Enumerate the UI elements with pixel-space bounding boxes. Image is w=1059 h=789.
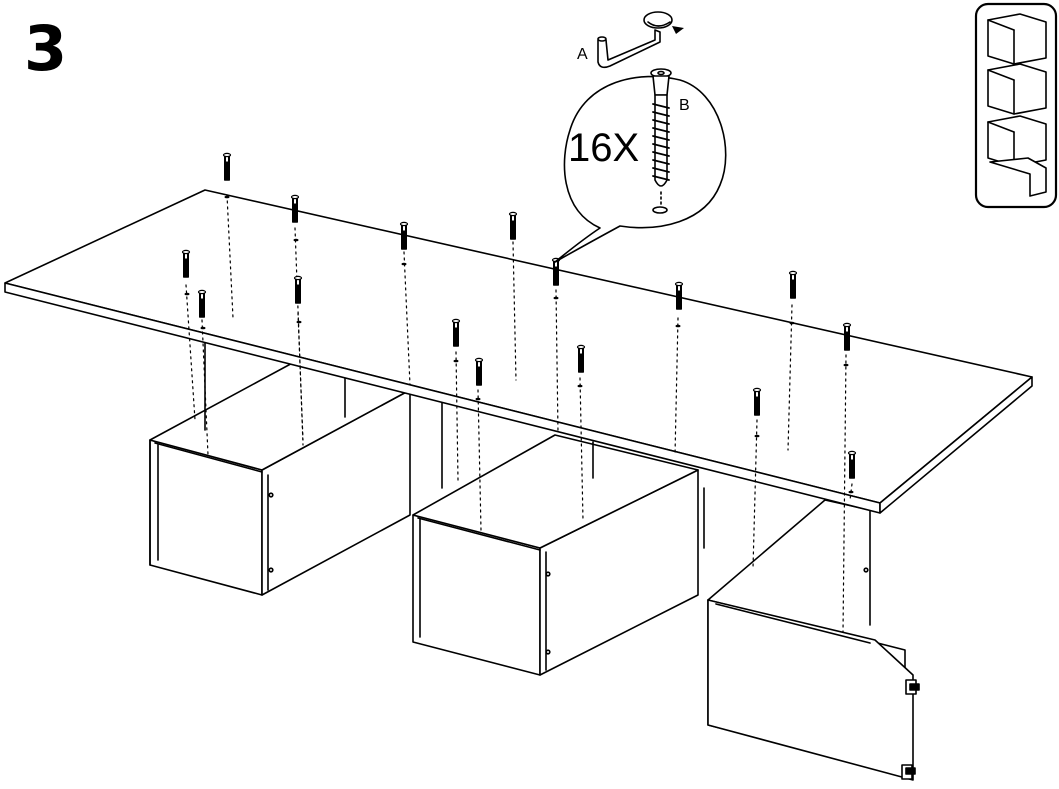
screw-icon — [290, 194, 300, 223]
middle-box-module — [412, 401, 699, 676]
screw-set — [181, 152, 857, 479]
screw-icon — [551, 257, 561, 286]
detail-screw-icon — [650, 68, 672, 214]
step-number: 3 — [24, 12, 68, 85]
top-panel — [4, 189, 1033, 514]
quantity-label: 16X — [568, 126, 640, 170]
alignment-guides — [185, 194, 853, 633]
screw-icon — [451, 318, 461, 347]
tool-label-a: A — [577, 46, 588, 63]
screw-icon — [181, 249, 191, 278]
screw-icon — [399, 221, 409, 250]
left-box-module — [149, 339, 411, 596]
right-box-module — [703, 487, 920, 781]
allen-key-icon — [597, 11, 684, 69]
shelf-unit-icon — [974, 2, 1058, 209]
screw-icon — [752, 387, 762, 416]
screw-icon — [842, 322, 852, 351]
screw-icon — [474, 357, 484, 386]
screw-icon — [674, 281, 684, 310]
screw-label-b: B — [679, 97, 690, 114]
screw-icon — [508, 211, 518, 240]
screw-icon — [293, 275, 303, 304]
detail-callout — [554, 75, 727, 263]
screw-icon — [847, 450, 857, 479]
screw-icon — [197, 289, 207, 318]
screw-icon — [788, 270, 798, 299]
screw-icon — [222, 152, 232, 181]
screw-icon — [576, 344, 586, 373]
hole-markers — [184, 195, 854, 494]
